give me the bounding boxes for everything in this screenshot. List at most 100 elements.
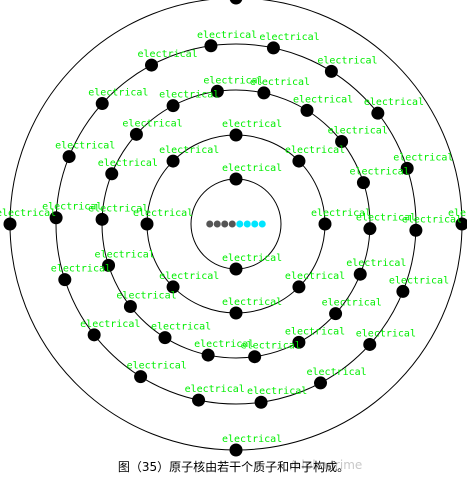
electron-s2-5 [229, 306, 243, 320]
electrons [3, 0, 467, 457]
electron-label: electrical [42, 202, 102, 213]
electron-s4-9 [49, 211, 63, 225]
electron-s4-6 [144, 58, 158, 72]
electron-label: electrical [222, 297, 282, 308]
neutron [221, 220, 229, 228]
electron-label: electrical [402, 214, 462, 225]
electron-s5-1 [455, 217, 467, 231]
electron-label: electrical [55, 141, 115, 152]
electron-label: electrical [122, 118, 182, 129]
electron-s4-2 [371, 106, 385, 120]
electron-s3-15 [292, 335, 306, 349]
electron-label: electrical [159, 90, 219, 101]
electron-label: electrical [222, 119, 282, 130]
electron-s4-3 [324, 64, 338, 78]
electron-label: electrical [389, 275, 449, 286]
electron-s5-4 [229, 443, 243, 457]
electron-s4-1 [400, 161, 414, 175]
electron-label: electrical [364, 97, 424, 108]
electron-label: electrical [137, 49, 197, 60]
electron-s5-2 [229, 0, 243, 5]
electron-s2-7 [318, 217, 332, 231]
electron-s3-2 [335, 135, 349, 149]
neutron [206, 220, 214, 228]
neutron [228, 220, 236, 228]
electron-label: electrical [95, 249, 155, 260]
electron-label: electrical [285, 145, 345, 156]
electron-s4-17 [396, 284, 410, 298]
electron-s3-11 [123, 299, 137, 313]
electron-label: electrical [159, 271, 219, 282]
electron-s4-16 [363, 337, 377, 351]
electron-label: electrical [151, 322, 211, 333]
electron-label: electrical [222, 253, 282, 264]
electron-label: electrical [133, 208, 193, 219]
electron-label: electrical [307, 367, 367, 378]
electron-label: electrical [127, 361, 187, 372]
electron-s4-15 [314, 376, 328, 390]
electron-label: electrical [346, 258, 406, 269]
electron-s2-4 [166, 280, 180, 294]
electron-label: electrical [88, 203, 148, 214]
electron-s5-3 [3, 217, 17, 231]
nucleus [206, 220, 266, 228]
atom-diagram: electricalelectricalelectricalelectrical… [0, 0, 467, 457]
electron-s2-1 [229, 128, 243, 142]
electron-s3-1 [356, 176, 370, 190]
electron-label: electrical [116, 290, 176, 301]
electron-s3-18 [363, 222, 377, 236]
electron-label: electrical [222, 434, 282, 445]
electron-s3-9 [95, 212, 109, 226]
electron-label: electrical [51, 264, 111, 275]
electron-label: electrical [222, 163, 282, 174]
neutron [213, 220, 221, 228]
electron-label: electrical [285, 271, 345, 282]
electron-s3-7 [129, 127, 143, 141]
electron-label: electrical [356, 328, 416, 339]
electron-s1-1 [229, 172, 243, 186]
electron-s4-7 [95, 97, 109, 111]
electron-s3-16 [329, 307, 343, 321]
electron-s2-8 [292, 154, 306, 168]
electron-label: electrical [259, 32, 319, 43]
electron-s3-12 [158, 331, 172, 345]
electron-label: electrical [0, 208, 56, 219]
electron-label: electrical [285, 326, 345, 337]
electron-label: electrical [247, 386, 307, 397]
proton [251, 220, 259, 228]
electron-label: electrical [317, 55, 377, 66]
electron-label: electrical [80, 319, 140, 330]
electron-shells [9, 0, 463, 451]
electron-s4-14 [254, 395, 268, 409]
electron-s2-2 [166, 154, 180, 168]
proton [243, 220, 251, 228]
electron-label: electrical [322, 298, 382, 309]
electron-s4-11 [87, 328, 101, 342]
electron-s1-2 [229, 262, 243, 276]
electron-label: electrical [241, 341, 301, 352]
electron-label: electrical [448, 208, 467, 219]
electron-labels: electricalelectricalelectricalelectrical… [0, 30, 467, 445]
electron-s3-8 [105, 167, 119, 181]
electron-label: electrical [328, 126, 388, 137]
shell-5 [9, 0, 463, 451]
electron-s4-18 [409, 223, 423, 237]
electron-label: electrical [203, 75, 263, 86]
watermark: /alphaprime [290, 458, 363, 472]
electron-s4-10 [58, 273, 72, 287]
proton [236, 220, 244, 228]
figure-caption: 图（35）原子核由若干个质子和中子构成。 [117, 460, 350, 474]
electron-s4-8 [62, 150, 76, 164]
electron-label: electrical [393, 152, 453, 163]
electron-label: electrical [194, 339, 254, 350]
electron-s4-4 [266, 41, 280, 55]
electron-s4-13 [192, 393, 206, 407]
electron-label: electrical [311, 208, 371, 219]
electron-s3-6 [166, 99, 180, 113]
electron-s3-14 [248, 350, 262, 364]
electron-s3-5 [210, 84, 224, 98]
electron-label: electrical [98, 158, 158, 169]
electron-s4-12 [134, 370, 148, 384]
electron-label: electrical [159, 145, 219, 156]
electron-s2-3 [140, 217, 154, 231]
